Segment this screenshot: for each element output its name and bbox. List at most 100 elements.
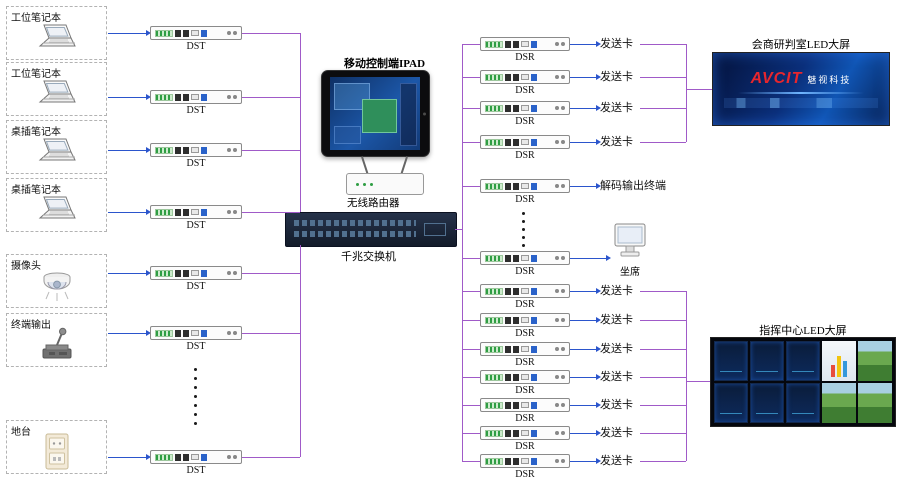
network-port <box>513 316 519 324</box>
usb-port <box>531 429 537 437</box>
connector-line <box>462 377 480 378</box>
chart-bar <box>837 356 841 377</box>
network-port <box>505 401 511 409</box>
ellipsis-dot <box>522 244 525 247</box>
network-port <box>175 208 181 216</box>
knob <box>555 106 559 110</box>
usb-port <box>201 93 207 101</box>
source-device-box: 终端输出 <box>6 313 107 367</box>
ipad-home-button <box>423 112 426 115</box>
connector-line <box>242 33 300 34</box>
source-label: 桌插笔记本 <box>11 185 61 196</box>
knob <box>227 455 231 459</box>
card-slot <box>191 209 199 215</box>
led-indicator-strip <box>155 269 173 277</box>
connector-line <box>686 89 712 90</box>
connector-line <box>570 44 596 45</box>
knob <box>561 75 565 79</box>
dst-device <box>150 205 242 219</box>
laptop-icon <box>34 137 80 167</box>
network-port <box>505 316 511 324</box>
decoder-output-label: 解码输出终端 <box>600 180 666 192</box>
knob <box>227 148 231 152</box>
ellipsis-dot <box>194 422 197 425</box>
source-device-box: 桌插笔记本 <box>6 178 107 232</box>
dsr-label: DSR <box>515 266 535 277</box>
knob <box>227 95 231 99</box>
dst-label: DST <box>186 220 206 231</box>
dst-device <box>150 326 242 340</box>
dsr-label: DSR <box>515 116 535 127</box>
ellipsis-dot <box>194 377 197 380</box>
usb-port <box>201 208 207 216</box>
usb-port <box>531 401 537 409</box>
network-port <box>505 287 511 295</box>
dsr-device <box>480 179 570 193</box>
network-port <box>513 182 519 190</box>
ellipsis-dot <box>194 368 197 371</box>
led-indicator-strip <box>485 401 503 409</box>
network-port <box>183 453 189 461</box>
send-card-label: 发送卡 <box>600 427 633 439</box>
knob <box>555 140 559 144</box>
network-port <box>175 146 181 154</box>
network-port <box>513 287 519 295</box>
connector-line <box>640 433 686 434</box>
usb-port <box>531 182 537 190</box>
connector-line <box>108 273 146 274</box>
source-device-box: 工位笔记本 <box>6 6 107 60</box>
dst-label: DST <box>186 465 206 476</box>
network-port <box>175 329 181 337</box>
knob <box>561 431 565 435</box>
dst-device <box>150 26 242 40</box>
connector-line <box>570 291 596 292</box>
dsr-label: DSR <box>515 469 535 479</box>
connector-line <box>686 291 687 461</box>
connector-line <box>570 142 596 143</box>
arrow-head <box>596 105 601 111</box>
led-indicator-strip <box>485 254 503 262</box>
knob <box>555 75 559 79</box>
network-port <box>513 73 519 81</box>
arrow-head <box>596 41 601 47</box>
source-label: 终端输出 <box>11 320 51 331</box>
send-card-label: 发送卡 <box>600 343 633 355</box>
arrow-head <box>596 402 601 408</box>
dst-device <box>150 450 242 464</box>
connector-line <box>640 142 686 143</box>
connector-line <box>570 349 596 350</box>
network-port <box>513 40 519 48</box>
dsr-device <box>480 251 570 265</box>
usb-port <box>531 104 537 112</box>
knob <box>555 431 559 435</box>
wall-panel-dashboard <box>786 341 820 381</box>
dsr-label: DSR <box>515 385 535 396</box>
laptop-icon <box>34 195 80 225</box>
led-indicator-strip <box>485 138 503 146</box>
connector-line <box>108 457 146 458</box>
ipad-ui-panel <box>333 126 361 145</box>
dsr-device <box>480 70 570 84</box>
network-port <box>183 29 189 37</box>
router-body <box>346 173 424 195</box>
connector-line <box>462 461 480 462</box>
laptop-icon <box>34 23 80 53</box>
led-indicator-strip <box>485 287 503 295</box>
dst-label: DST <box>186 341 206 352</box>
card-slot <box>521 41 529 47</box>
dst-label: DST <box>186 158 206 169</box>
ipad-map-panel <box>362 98 397 133</box>
connector-line <box>462 186 480 187</box>
knob <box>233 331 237 335</box>
led-indicator-strip <box>485 457 503 465</box>
wall-panel-dashboard <box>750 383 784 423</box>
router-led <box>356 182 359 186</box>
connector-line <box>570 461 596 462</box>
usb-port <box>201 329 207 337</box>
dsr-device <box>480 284 570 298</box>
network-port <box>513 104 519 112</box>
card-slot <box>191 94 199 100</box>
seat-label: 坐席 <box>620 267 640 278</box>
connector-line <box>108 150 146 151</box>
